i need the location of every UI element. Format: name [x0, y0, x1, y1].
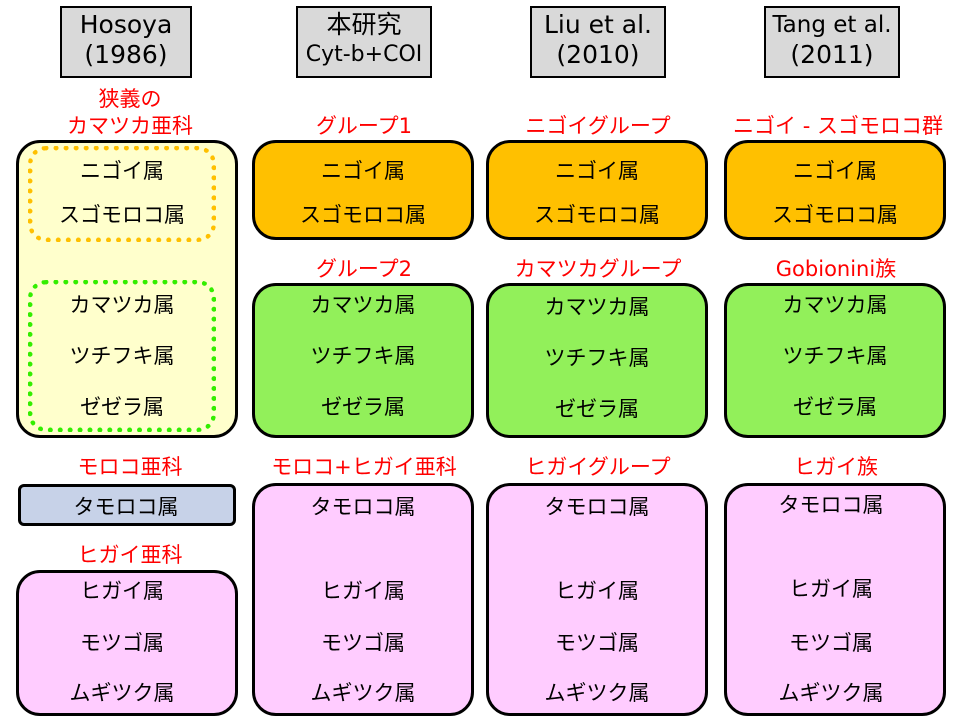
- col2-genus-tamoroko: タモロコ属: [310, 495, 416, 519]
- header-tang-line1: Tang et al.: [772, 12, 892, 38]
- col1-genus-nigoi: ニゴイ属: [80, 159, 164, 183]
- col3-genus-kamatsuka: カマツカ属: [544, 295, 650, 319]
- col1-tamoroko-box: [18, 484, 236, 526]
- header-hosoya-line1: Hosoya: [79, 10, 173, 39]
- col4-nigoi-sugomoroko-box: [724, 140, 946, 240]
- col1-genus-tamoroko: タモロコ属: [73, 495, 179, 519]
- col1-label-higai-subfamily: ヒガイ亜科: [77, 543, 183, 567]
- col2-genus-higai: ヒガイ属: [321, 579, 405, 603]
- col1-nigoi-group-dotted: [28, 146, 216, 242]
- col3-label-kamatsuka-group: カマツカグループ: [514, 257, 682, 281]
- col3-label-nigoi-group: ニゴイグループ: [525, 114, 671, 138]
- col2-genus-sugomoroko: スゴモロコ属: [300, 203, 426, 227]
- header-this-study-line1: 本研究: [326, 10, 402, 39]
- col4-genus-higai: ヒガイ属: [789, 577, 873, 601]
- col4-genus-sugomoroko: スゴモロコ属: [772, 203, 898, 227]
- col3-genus-motsugo: モツゴ属: [555, 631, 639, 655]
- col4-label-gobionini-tribe: Gobionini族: [775, 257, 897, 281]
- col3-genus-tsuchifuki: ツチフキ属: [544, 346, 650, 370]
- col4-genus-nigoi: ニゴイ属: [793, 159, 877, 183]
- col1-genus-tsuchifuki: ツチフキ属: [69, 344, 175, 368]
- col3-nigoi-group-box: [486, 140, 708, 240]
- col2-genus-nigoi: ニゴイ属: [321, 159, 405, 183]
- col2-moroko-higai-box: [252, 483, 474, 716]
- col3-genus-zezera: ゼゼラ属: [555, 397, 639, 421]
- col2-genus-kamatsuka: カマツカ属: [310, 293, 416, 317]
- col3-genus-nigoi: ニゴイ属: [555, 159, 639, 183]
- col1-genus-motsugo: モツゴ属: [80, 631, 164, 655]
- col4-genus-tsuchifuki: ツチフキ属: [782, 344, 888, 368]
- col4-label-nigoi-sugomoroko-group: ニゴイ - スゴモロコ群: [733, 114, 943, 138]
- col1-genus-mugitsuku: ムギツク属: [69, 681, 175, 705]
- header-tang: Tang et al. (2011): [764, 6, 900, 78]
- col1-higai-box: [16, 570, 238, 716]
- col2-group1-box: [252, 140, 474, 240]
- header-hosoya: Hosoya (1986): [60, 6, 192, 78]
- col3-label-higai-group: ヒガイグループ: [525, 455, 671, 479]
- col3-genus-sugomoroko: スゴモロコ属: [534, 203, 660, 227]
- header-this-study: 本研究 Cyt-b+COI: [296, 6, 432, 78]
- col1-label-kamatsuka-subfamily: カマツカ亜科: [67, 114, 193, 138]
- col1-genus-higai: ヒガイ属: [80, 579, 164, 603]
- header-this-study-line2: Cyt-b+COI: [305, 42, 423, 67]
- col3-kamatsuka-group-box: [486, 283, 708, 438]
- header-hosoya-line2: (1986): [84, 40, 168, 69]
- header-liu-line1: Liu et al.: [543, 10, 652, 39]
- col1-genus-sugomoroko: スゴモロコ属: [59, 203, 185, 227]
- col1-label-moroko-subfamily: モロコ亜科: [77, 455, 183, 479]
- header-liu-line2: (2010): [556, 40, 640, 69]
- col1-kamatsuka-group-dotted: [28, 280, 216, 432]
- col1-genus-kamatsuka: カマツカ属: [69, 293, 175, 317]
- col4-genus-motsugo: モツゴ属: [789, 631, 873, 655]
- col2-label-group1: グループ1: [315, 114, 413, 138]
- col2-genus-mugitsuku: ムギツク属: [310, 681, 416, 705]
- col2-label-group2: グループ2: [315, 257, 413, 281]
- col3-genus-higai: ヒガイ属: [555, 579, 639, 603]
- col4-genus-tamoroko: タモロコ属: [778, 493, 884, 517]
- col3-higai-group-box: [486, 483, 708, 716]
- header-tang-line2: (2011): [790, 40, 874, 69]
- col2-genus-zezera: ゼゼラ属: [321, 395, 405, 419]
- header-liu: Liu et al. (2010): [530, 6, 666, 78]
- col1-genus-zezera: ゼゼラ属: [80, 395, 164, 419]
- col4-genus-zezera: ゼゼラ属: [793, 395, 877, 419]
- col4-label-higai-tribe: ヒガイ族: [794, 455, 878, 479]
- col3-genus-mugitsuku: ムギツク属: [544, 681, 650, 705]
- col2-genus-tsuchifuki: ツチフキ属: [310, 344, 416, 368]
- col3-genus-tamoroko: タモロコ属: [544, 495, 650, 519]
- col4-genus-mugitsuku: ムギツク属: [778, 681, 884, 705]
- col2-group2-box: [252, 283, 474, 438]
- col4-higai-tribe-box: [724, 483, 946, 716]
- col2-genus-motsugo: モツゴ属: [321, 631, 405, 655]
- col4-genus-kamatsuka: カマツカ属: [782, 293, 888, 317]
- col2-label-moroko-higai: モロコ+ヒガイ亜科: [271, 455, 457, 479]
- col1-label-narrow: 狭義の: [98, 87, 162, 111]
- col4-gobionini-box: [724, 283, 946, 438]
